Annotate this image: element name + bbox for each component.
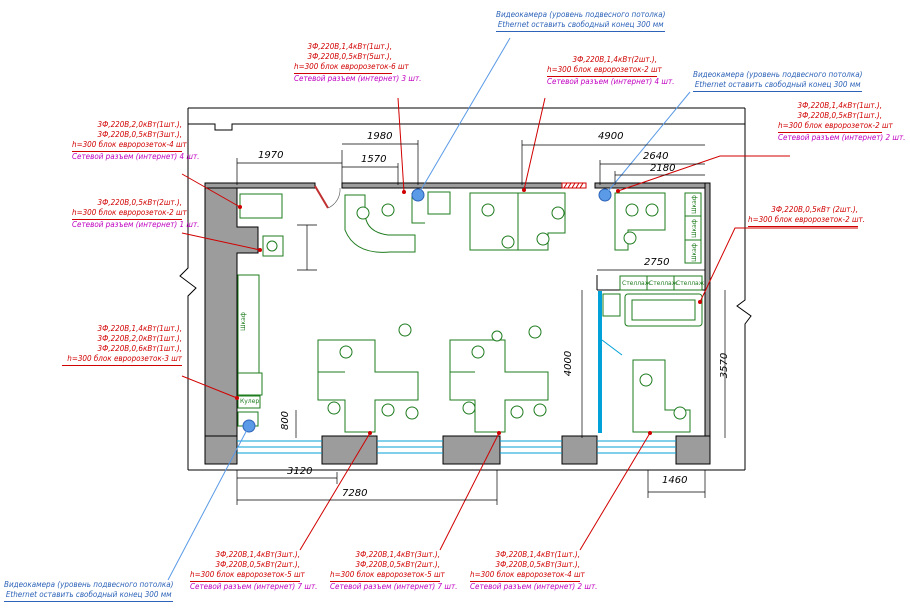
leaders-camera xyxy=(167,37,691,581)
label-top-right2: 3Ф,220В,1,4кВт(1шт.), 3Ф,220В,0,5кВт(1шт… xyxy=(778,101,906,143)
label-bottom2-line2: 3Ф,220В,0,5кВт(2шт.), xyxy=(355,560,440,569)
camera-label-top-line1: Видеокамера (уровень подвесного потолка) xyxy=(496,10,666,19)
camera-label-right-line1: Видеокамера (уровень подвесного потолка) xyxy=(693,70,863,79)
label-top-right1: 3Ф,220В,1,4кВт(2шт.), h=300 блок евророз… xyxy=(547,55,675,87)
label-left1-line2: 3Ф,220В,0,5кВт(3шт.), xyxy=(97,130,182,139)
label-top-center: 3Ф,220В,1,4кВт(1шт.), 3Ф,220В,0,5кВт(5шт… xyxy=(294,42,422,84)
label-bottom3: 3Ф,220В,1,4кВт(1шт.), 3Ф,220В,0,5кВт(3шт… xyxy=(470,550,598,592)
label-top-center-net: Сетевой разъем (интернет) 3 шт. xyxy=(294,74,422,83)
camera-label-bottom-line1: Видеокамера (уровень подвесного потолка) xyxy=(4,580,174,589)
label-left1: 3Ф,220В,2,0кВт(1шт.), 3Ф,220В,0,5кВт(3шт… xyxy=(72,120,200,162)
label-left3-line1: 3Ф,220В,1,4кВт(1шт.), xyxy=(97,324,182,333)
label-left2-net: Сетевой разъем (интернет) 1 шт. xyxy=(72,220,200,229)
windows xyxy=(237,440,676,454)
furniture-rack1: Стеллаж xyxy=(622,280,651,287)
label-left3-line3: 3Ф,220В,0,6кВт(1шт.), xyxy=(97,344,182,353)
furniture xyxy=(237,191,703,433)
label-left3-line2: 3Ф,220В,2,0кВт(1шт.), xyxy=(97,334,182,343)
dim-1570: 1570 xyxy=(361,154,387,165)
entrance-door xyxy=(314,185,341,209)
label-top-right1-line1: 3Ф,220В,1,4кВт(2шт.), xyxy=(572,55,657,64)
furniture-cabinet: Шкаф xyxy=(239,312,247,331)
label-top-right2-line1: 3Ф,220В,1,4кВт(1шт.), xyxy=(797,101,882,110)
label-bottom2-net: Сетевой разъем (интернет) 7 шт. xyxy=(330,582,458,591)
cameras xyxy=(242,188,612,433)
label-left3-line4: h=300 блок евророзеток-3 шт xyxy=(62,354,182,366)
label-top-center-line1: 3Ф,220В,1,4кВт(1шт.), xyxy=(307,42,392,51)
dim-4000: 4000 xyxy=(563,350,575,377)
dim-2640: 2640 xyxy=(643,151,669,162)
dim-4900: 4900 xyxy=(598,131,624,142)
label-left1-line3: h=300 блок евророзеток-4 шт xyxy=(72,140,187,152)
camera-label-right-line2: Ethernet оставить свободный конец 300 мм xyxy=(693,80,863,92)
camera-label-right: Видеокамера (уровень подвесного потолка)… xyxy=(693,70,863,92)
label-left2: 3Ф,220В,0,5кВт(2шт.), h=300 блок евророз… xyxy=(72,198,200,230)
chairs xyxy=(266,203,687,420)
building-outline xyxy=(179,107,752,471)
dim-1460: 1460 xyxy=(662,475,688,486)
furniture-rack2: Стеллаж xyxy=(649,280,678,287)
furniture-cabinet-small2: Шкаф xyxy=(690,219,698,238)
furniture-cabinet-small3: Шкаф xyxy=(690,243,698,262)
label-bottom1-line2: 3Ф,220В,0,5кВт(2шт.), xyxy=(215,560,300,569)
label-bottom3-line1: 3Ф,220В,1,4кВт(1шт.), xyxy=(495,550,580,559)
hatched-zone xyxy=(561,182,587,189)
label-right-mid: 3Ф,220В,0,5кВт (2шт.), h=300 блок евроро… xyxy=(748,205,865,227)
label-top-right1-net: Сетевой разъем (интернет) 4 шт. xyxy=(547,77,675,86)
label-bottom2-line1: 3Ф,220В,1,4кВт(3шт.), xyxy=(355,550,440,559)
label-bottom2: 3Ф,220В,1,4кВт(3шт.), 3Ф,220В,0,5кВт(2шт… xyxy=(330,550,458,592)
dim-3120: 3120 xyxy=(287,466,313,477)
dimension-lines xyxy=(236,140,726,505)
label-bottom3-net: Сетевой разъем (интернет) 2 шт. xyxy=(470,582,598,591)
label-right-mid-line2: h=300 блок евророзеток-2 шт. xyxy=(748,215,865,227)
camera-label-bottom: Видеокамера (уровень подвесного потолка)… xyxy=(4,580,174,602)
label-left2-line1: 3Ф,220В,0,5кВт(2шт.), xyxy=(97,198,182,207)
label-left2-line2: h=300 блок евророзеток-2 шт xyxy=(72,208,187,220)
label-bottom2-line3: h=300 блок евророзеток-5 шт xyxy=(330,570,445,582)
camera-label-top-line2: Ethernet оставить свободный конец 300 мм xyxy=(496,20,666,32)
camera-label-top: Видеокамера (уровень подвесного потолка)… xyxy=(496,10,666,32)
label-bottom3-line2: 3Ф,220В,0,5кВт(3шт.), xyxy=(495,560,580,569)
glass-partition xyxy=(598,291,602,433)
label-left3: 3Ф,220В,1,4кВт(1шт.), 3Ф,220В,2,0кВт(1шт… xyxy=(62,324,182,366)
dim-1980: 1980 xyxy=(367,131,393,142)
glass-door xyxy=(601,339,623,356)
dim-800: 800 xyxy=(280,410,292,431)
label-top-center-line3: h=300 блок евророзеток-6 шт xyxy=(294,62,409,74)
furniture-cabinet-small1: Шкаф xyxy=(690,195,698,214)
label-left1-net: Сетевой разъем (интернет) 4 шт. xyxy=(72,152,200,161)
label-bottom1-line3: h=300 блок евророзеток-5 шт xyxy=(190,570,305,582)
dim-2750: 2750 xyxy=(644,257,670,268)
dim-1970: 1970 xyxy=(258,150,284,161)
camera-label-bottom-line2: Ethernet оставить свободный конец 300 мм xyxy=(4,590,174,602)
label-right-mid-line1: 3Ф,220В,0,5кВт (2шт.), xyxy=(771,205,858,214)
label-top-right2-net: Сетевой разъем (интернет) 2 шт. xyxy=(778,133,906,142)
label-top-right1-line2: h=300 блок евророзеток-2 шт xyxy=(547,65,662,77)
label-top-right2-line3: h=300 блок евророзеток-2 шт xyxy=(778,121,893,133)
dim-3570: 3570 xyxy=(719,352,731,379)
label-top-center-line2: 3Ф,220В,0,5кВт(5шт.), xyxy=(307,52,392,61)
leaders-power xyxy=(181,97,858,551)
label-bottom1-line1: 3Ф,220В,1,4кВт(3шт.), xyxy=(215,550,300,559)
label-left1-line1: 3Ф,220В,2,0кВт(1шт.), xyxy=(97,120,182,129)
label-top-right2-line2: 3Ф,220В,0,5кВт(1шт.), xyxy=(797,111,882,120)
label-bottom1: 3Ф,220В,1,4кВт(3шт.), 3Ф,220В,0,5кВт(2шт… xyxy=(190,550,318,592)
label-bottom3-line3: h=300 блок евророзеток-4 шт xyxy=(470,570,585,582)
furniture-rack3: Стеллаж xyxy=(676,280,705,287)
furniture-cooler: Кулер xyxy=(240,398,260,405)
walls xyxy=(204,182,711,465)
dim-2180: 2180 xyxy=(650,163,676,174)
dim-7280: 7280 xyxy=(342,488,368,499)
label-bottom1-net: Сетевой разъем (интернет) 7 шт. xyxy=(190,582,318,591)
